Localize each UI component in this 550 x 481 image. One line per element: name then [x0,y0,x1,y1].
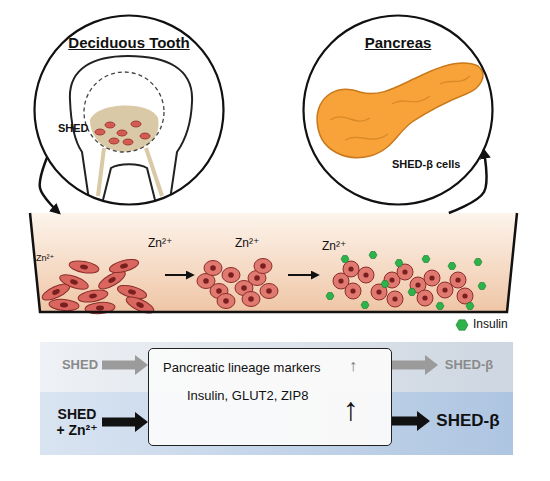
ion-label: Zn²⁺ [148,237,188,251]
round-cell [204,261,222,276]
marker-heading: Pancreatic lineage markers [163,361,353,376]
cell-type-label: SHED-β [438,355,500,375]
beta-cell [358,267,374,283]
marker-box: Pancreatic lineage markers↑Insulin, GLUT… [148,348,392,446]
legend-text: Insulin [473,318,508,332]
stem-cell [109,138,119,144]
flow-arrow [40,157,60,213]
round-cell [222,268,240,283]
round-cell [217,294,235,309]
row-label: SHED-β [438,358,500,373]
culture-medium [30,213,517,312]
row-label: SHED + Zn²⁺ [52,406,102,438]
legend-swatch [455,318,469,332]
spindle-cell [77,288,108,304]
spindle-cell [108,257,140,275]
block-arrow [102,355,148,375]
cell-label: SHED-β cells [392,158,472,171]
tooth-circle: Deciduous ToothSHED [33,14,225,206]
legend-row: Insulin [455,317,508,333]
block-arrow [102,412,148,432]
marker-list: Insulin, GLUT2, ZIP8 [187,389,347,404]
pulp-cells [95,121,150,145]
beta-cell [424,270,440,286]
insulin-granule [326,293,334,300]
legend: Insulin [455,317,508,333]
beta-cell [343,261,359,277]
row-label: SHED-β [430,411,506,431]
spindle-cell [58,272,90,293]
up-arrow-symbol: ↑ [349,357,369,375]
cell-type-label: SHED + Zn²⁺ [52,404,102,440]
insulin-granule [436,303,444,310]
dish-outline [30,213,517,313]
beta-cell [450,272,466,288]
insulin-granule [448,263,456,270]
round-cell [254,259,272,274]
panel-heading: Deciduous Tooth [33,34,225,51]
beta-cell [345,283,361,299]
ion-label: Zn²⁺ [322,240,362,254]
pancreas-illustration [317,63,483,158]
cell-population [40,252,486,317]
beta-cell [417,290,433,306]
ion-label: Zn²⁺ [235,237,275,251]
insulin-granule [422,256,430,263]
round-cell [260,284,278,299]
insulin-granule [381,281,389,288]
spindle-cell [49,298,80,312]
cell-label: SHED [58,122,102,135]
progress-arrow [288,274,318,276]
block-arrow [392,355,438,375]
insulin-granule [361,302,369,309]
stem-cell [105,122,115,128]
culture-dish: Zn²⁺ Zn²⁺ Zn²⁺ Zn²⁺ [30,213,517,313]
round-cell [242,292,260,307]
stem-cell [123,139,133,145]
insulin-granule [341,256,349,263]
insulin-granule [408,289,416,296]
block-arrow [392,411,430,431]
stem-cell [117,130,127,136]
insulin-granule [478,283,486,290]
flow-arrow [449,150,487,213]
pancreas-circle: PancreasSHED-β cells [302,14,494,206]
insulin-granule [395,260,403,267]
spindle-cell [68,259,99,275]
up-arrow-symbol: ↑ [343,391,373,428]
insulin-granule [474,259,482,266]
stem-cell [95,129,105,135]
cell-type-label: SHED-β [430,407,506,435]
stem-cell [131,121,141,127]
beta-cell [387,291,403,307]
row-label: SHED [58,358,102,373]
stem-cell [140,133,150,139]
insulin-granule [369,252,377,259]
beta-cell [437,282,453,298]
panel-heading: Pancreas [302,34,494,51]
beta-cell [457,288,473,304]
progress-arrow [165,274,193,276]
insulin-granule [466,303,474,310]
cell-type-label: SHED [58,355,102,375]
ion-label: Zn²⁺ [36,253,66,263]
